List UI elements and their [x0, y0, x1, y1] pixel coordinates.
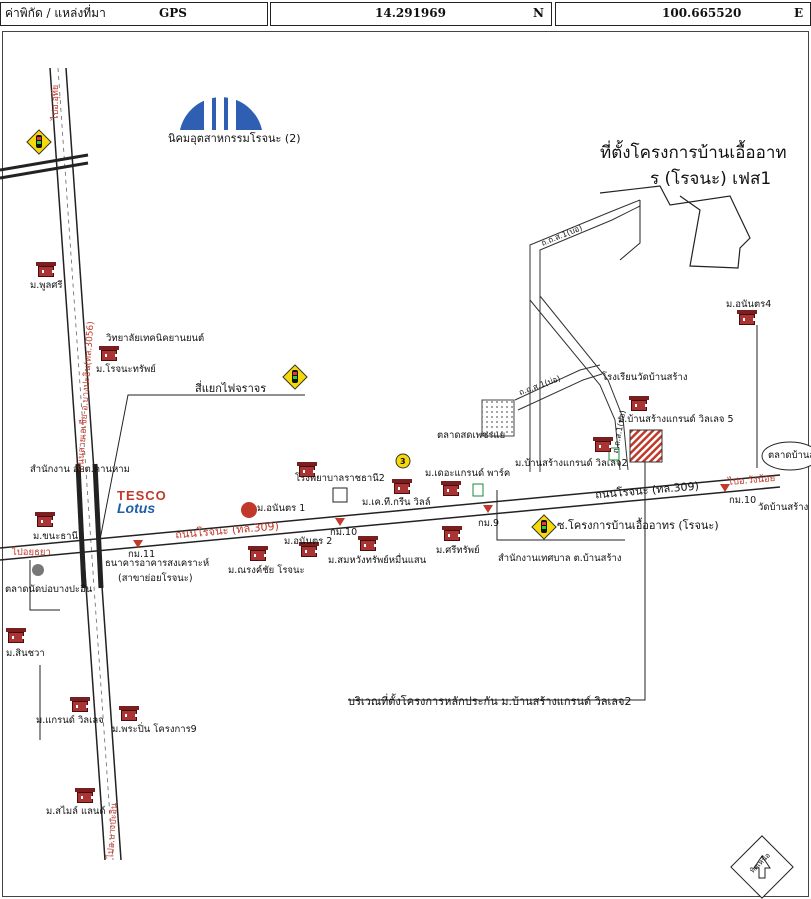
village-label: ม.อนันตร 2 [284, 536, 333, 547]
village-label: ม.บ้านสร้างแกรนด์ วิลเลจ 5 [618, 414, 734, 425]
tesco-lotus-logo: TESCO Lotus [117, 488, 167, 516]
village-label: ม.โรจนะทรัพย์ [96, 364, 156, 375]
industrial-estate-logo [180, 92, 262, 130]
intersection-barrier [75, 463, 104, 589]
village-icon [247, 546, 269, 562]
industrial-estate-label: นิคมอุตสาหกรรมโรจนะ (2) [168, 132, 301, 145]
tambon-office-label: สำนักงาน อบต.คานหาม [30, 464, 130, 475]
km-marker-label: กม.10 [729, 495, 757, 506]
village-icon [98, 346, 120, 362]
vertical-highway [49, 67, 122, 861]
tesco-text: TESCO [117, 488, 167, 503]
village-icon [628, 396, 650, 412]
village-label: ม.ศรีทรัพย์ [436, 545, 480, 556]
village-icon [736, 310, 758, 326]
north-arrow [730, 835, 794, 899]
latitude-direction: N [533, 6, 544, 20]
market-label: ตลาดสดเพชรแย [437, 430, 506, 441]
project-soi-label: ซ.โครงการบ้านเอื้ออาทร (โรจนะ) [557, 519, 719, 532]
village-icon [5, 628, 27, 644]
village-label: ม.ณรงค์ชัย โรจนะ [228, 565, 305, 576]
km-marker-icon [720, 484, 730, 492]
bank-branch-label: (สาขาย่อยโรจนะ) [118, 573, 193, 584]
coordinate-label: ค่าพิกัด / แหล่งที่มา [5, 6, 106, 20]
village-label: ม.เดอะแกรนด์ พาร์ค [425, 468, 511, 479]
village-icon [357, 536, 379, 552]
longitude-value: 100.665520 [662, 6, 742, 20]
village-icon [34, 512, 56, 528]
longitude-direction: E [794, 6, 804, 20]
village-icon [440, 481, 462, 497]
project-boundary [599, 185, 751, 269]
local-roads [514, 199, 641, 472]
village-label: ม.บ้านสร้างแกรนด์ วิลเลจ2 [515, 458, 628, 469]
source-value: GPS [159, 6, 187, 20]
project-title-line2: ร (โรจนะ) เฟส1 [650, 169, 772, 189]
project-site [629, 429, 663, 463]
village-icon [592, 437, 614, 453]
tech-college-label: วิทยาลัยเทคนิคยานยนต์ [106, 333, 205, 344]
km-marker-icon [133, 540, 143, 548]
village-label: ม.สินชวา [6, 648, 45, 659]
village-label: ม.สไมล์ แลนด์ [46, 806, 106, 817]
coordinates-header: ค่าพิกัด / แหล่งที่มา GPS 14.291969 N 10… [0, 0, 811, 28]
market-area [481, 399, 515, 437]
to-uthai-label: ไปอ.อุทัย [51, 84, 61, 120]
intersection-label: สี่แยกไฟจราจร [195, 382, 267, 395]
village-icon [69, 697, 91, 713]
leader-lines [29, 200, 758, 740]
seven-eleven-icon [472, 483, 484, 497]
km-marker-label: กม.11 [128, 549, 156, 560]
village-label: ม.อนันตร 1 [257, 503, 306, 514]
traffic-light-icon [26, 129, 52, 155]
bank-label: ธนาคารอาคารสงเคราะห์ [105, 558, 210, 569]
village-icon [35, 262, 57, 278]
highway-shield-number: 3 [400, 457, 406, 466]
traffic-light-icon [282, 364, 308, 390]
km-marker-icon [483, 505, 493, 513]
industrial-access-road [0, 153, 89, 180]
rojana-road [0, 474, 781, 561]
fuel-station-icon [241, 502, 257, 518]
village-label: ม.อนันตร4 [726, 299, 772, 310]
school-label: โรงเรียนวัดบ้านสร้าง [602, 372, 688, 383]
market-right-bubble [761, 441, 811, 471]
temple-label: วัดบ้านสร้าง [758, 502, 809, 513]
traffic-light-icon [531, 514, 557, 540]
village-label: ม.แกรนด์ วิลเลจ [36, 715, 104, 726]
village-label: ม.พระปิ่น โครงการ9 [112, 724, 197, 735]
village-icon [391, 479, 413, 495]
village-icon [74, 788, 96, 804]
to-ayutthaya-label: ไปอยุธยา [12, 547, 51, 558]
km-marker-label: กม.10 [330, 527, 358, 538]
km-marker-label: กม.9 [478, 518, 500, 529]
source-cell: ค่าพิกัด / แหล่งที่มา GPS [0, 2, 268, 26]
latitude-value: 14.291969 [375, 6, 446, 20]
village-label: ม.เค.ที.กรีน วิลล์ [362, 497, 431, 508]
highway-shield-marker [395, 453, 411, 469]
km-marker-icon [335, 518, 345, 526]
village-icon [298, 542, 320, 558]
village-icon [118, 706, 140, 722]
collateral-note: บริเวณที่ตั้งโครงการหลักประกัน ม.บ้านสร้… [348, 695, 632, 708]
hospital-label: โรงพยาบาลราชธานี2 [295, 473, 385, 484]
latitude-cell: 14.291969 N [270, 2, 552, 26]
seven-eleven-icon [608, 447, 620, 461]
village-label: ม.สมหวังทรัพย์หมื่นแสน [328, 555, 427, 566]
village-label: ม.พูลศรี [30, 280, 63, 291]
village-icon [441, 526, 463, 542]
hospital-icon [332, 487, 348, 503]
lotus-text: Lotus [117, 500, 156, 516]
village-label: ม.ขนะธานี [33, 531, 78, 542]
project-title-line1: ที่ตั้งโครงการบ้านเอื้ออาท [600, 143, 787, 163]
village-icon [296, 462, 318, 478]
municipal-office-label: สำนักงานเทศบาล ต.บ้านสร้าง [498, 553, 622, 564]
market-post-label: ตลาดนัดบ่อบางปะอิน [5, 584, 93, 595]
sign-icon [32, 564, 44, 576]
market-right-label: ตลาดบ้านส [768, 450, 811, 461]
